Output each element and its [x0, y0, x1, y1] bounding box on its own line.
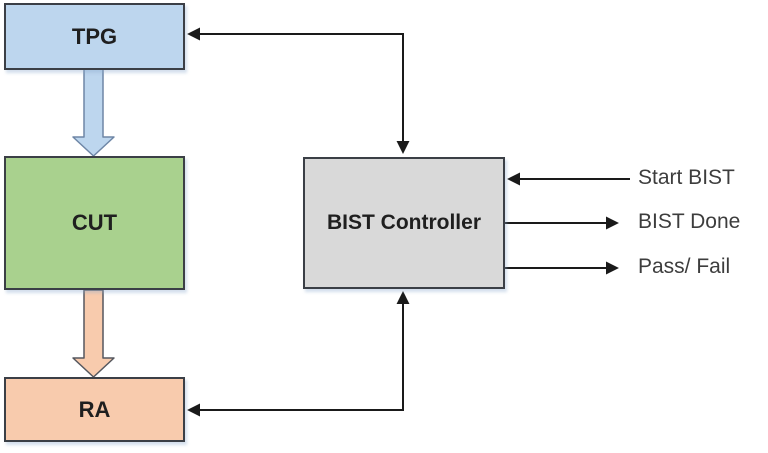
cut-to-ra-block-arrow — [72, 289, 115, 378]
tpg-to-cut-block-arrow — [72, 68, 115, 157]
bist-controller-block: BIST Controller — [303, 157, 505, 289]
start-bist-signal-label: Start BIST — [638, 166, 735, 189]
pass-fail-signal-label: Pass/ Fail — [638, 255, 731, 278]
ra-controller-wire — [187, 291, 410, 417]
ra-block: RA — [4, 377, 185, 442]
bist-controller-label: BIST Controller — [326, 211, 481, 234]
cut-block: CUT — [4, 156, 185, 290]
tpg-block: TPG — [4, 3, 185, 70]
tpg-label: TPG — [71, 23, 118, 49]
controller-tpg-wire — [187, 27, 410, 154]
cut-label: CUT — [71, 210, 118, 235]
ra-label: RA — [78, 396, 111, 422]
bist-done-signal-label: BIST Done — [638, 210, 741, 233]
